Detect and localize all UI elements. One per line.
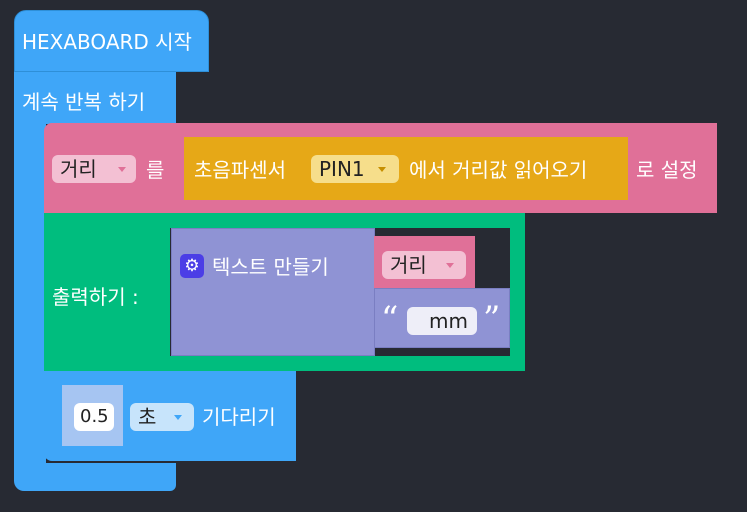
sensor-prefix-label: 초음파센서: [194, 158, 286, 182]
wait-unit-value: 초: [138, 405, 157, 429]
text-string-input[interactable]: mm: [407, 307, 477, 335]
open-quote-icon: “: [381, 299, 399, 339]
gear-icon[interactable]: ⚙: [180, 254, 204, 278]
set-connector-label: 를: [146, 158, 165, 182]
variable-dropdown-value: 거리: [60, 157, 97, 181]
variable-dropdown[interactable]: 거리: [52, 155, 136, 183]
forever-loop-label: 계속 반복 하기: [22, 90, 146, 114]
text-string-value: mm: [429, 309, 468, 333]
dropdown-arrow-icon: [118, 167, 126, 172]
pin-dropdown-value: PIN1: [319, 157, 365, 181]
wait-value: 0.5: [80, 406, 109, 427]
text-join-variable-dropdown[interactable]: 거리: [382, 251, 466, 279]
wait-label: 기다리기: [202, 405, 276, 429]
ultrasonic-sensor-block[interactable]: [184, 137, 628, 200]
wait-value-input[interactable]: 0.5: [74, 403, 114, 431]
dropdown-arrow-icon: [446, 263, 454, 268]
sensor-suffix-label: 에서 거리값 읽어오기: [409, 158, 588, 182]
pin-dropdown[interactable]: PIN1: [311, 155, 399, 183]
print-label: 출력하기 :: [52, 285, 139, 309]
dropdown-arrow-icon: [378, 167, 386, 172]
close-quote-icon: ”: [483, 299, 501, 339]
text-join-variable-value: 거리: [390, 253, 427, 277]
set-suffix-label: 로 설정: [636, 158, 698, 182]
hexaboard-start-block[interactable]: [14, 10, 209, 72]
wait-unit-dropdown[interactable]: 초: [130, 403, 194, 431]
forever-loop-bottom: [14, 463, 176, 491]
forever-loop-block[interactable]: [14, 72, 176, 124]
hexaboard-start-label: HEXABOARD 시작: [22, 30, 192, 54]
dropdown-arrow-icon: [174, 415, 182, 420]
text-join-block[interactable]: [171, 228, 375, 356]
text-join-label: 텍스트 만들기: [212, 255, 329, 279]
forever-loop-arm: [14, 124, 46, 464]
